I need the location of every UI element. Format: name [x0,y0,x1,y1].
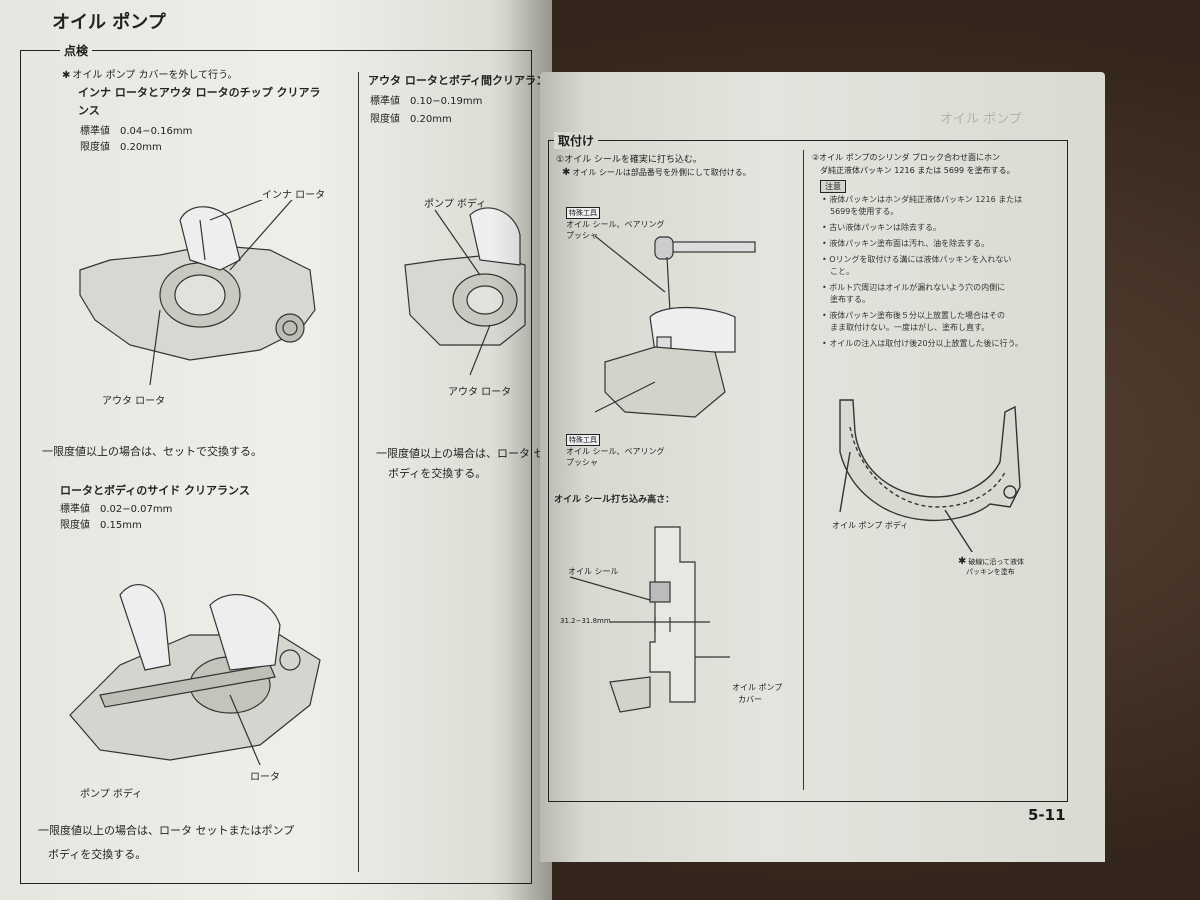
label-pump-body: ポンプ ボディ [80,789,143,800]
right-page: オイル ポンプ 取付け ①オイル シールを確実に打ち込む。 ✱オイル シールは部… [540,72,1105,862]
illustration-seal-driving [595,235,756,418]
action-replace-set: 一限度値以上の場合は、セットで交換する。 [42,445,262,458]
bullet-item: • 液体パッキンはホンダ純正液体パッキン 1216 または [822,195,1023,204]
side-limit-value: 限度値 0.15mm [60,520,142,531]
side-standard-value: 標準値 0.02−0.07mm [60,504,173,515]
label-sealant-line2: パッキンを塗布 [966,568,1015,576]
left-page: オイル ポンプ 点検 ✱オイル ポンプ カバーを外して行う。 インナ ロータとア… [0,0,600,900]
bullet-item: • Oリングを取付ける溝には液体パッキンを入れない [822,255,1012,264]
illustration-tip-clearance [79,200,316,386]
installation-frame [548,140,1068,802]
illustration-sealant-path [839,399,1021,552]
step2-line2: ダ純正液体パッキン 1216 または 5699 を塗布する。 [820,166,1015,175]
label-pump-cover-line1: オイル ポンプ [732,683,783,692]
seal-depth-title: オイル シール打ち込み高さ： [554,495,675,505]
right-column-divider [803,150,804,790]
tool1-line2: プッシャ [566,231,598,240]
page-number: 5-11 [1028,806,1066,824]
seal-depth-value: 31.2−31.8mm [560,617,611,625]
bullet-item: • 液体パッキン塗布後５分以上放置した場合はその [822,311,1006,320]
label-rotor: ロータ [250,772,280,783]
tip-clearance-title-cont: ンス [78,104,100,117]
step1: ①オイル シールを確実に打ち込む。 [556,155,702,165]
label-pump-body-2: ポンプ ボディ [424,199,487,210]
bullet-item: 5699を使用する。 [830,207,899,216]
section-installation: 取付け [554,132,599,149]
star-icon: ✱ [958,556,967,567]
label-oil-pump-body: オイル ポンプ ボディ [832,521,909,530]
bullet-item: • オイルの注入は取付け後20分以上放置した後に行う。 [822,339,1023,348]
bullet-item: • 液体パッキン塗布面は汚れ、油を除去する。 [822,239,990,248]
star-icon: ✱ [562,167,571,178]
label-sealant-line1: ✱破線に沿って液体 [958,556,1025,567]
bullet-item: こと。 [830,267,854,276]
tip-standard-value: 標準値 0.04−0.16mm [80,126,193,137]
caution-header: 注意 [820,180,846,193]
tool1-line1: オイル シール、ベアリング [566,220,665,229]
action-replace-rotor-line2: ボディを交換する。 [48,848,147,861]
body-limit-value: 限度値 0.20mm [370,114,452,125]
illustration-body-clearance [404,207,526,376]
illustration-seal-depth [569,526,730,713]
star-icon: ✱ [62,70,71,81]
label-outer-rotor-2: アウタ ロータ [448,387,512,398]
tip-limit-value: 限度値 0.20mm [80,142,162,153]
label-pump-cover-line2: カバー [738,695,762,704]
label-oil-seal: オイル シール [568,567,619,576]
column-divider [358,72,359,872]
bullet-item: まま取付けない。一度はがし、塗布し直す。 [830,323,990,332]
action-replace-body-line2: ボディを交換する。 [388,467,487,480]
bullet-item: • ボルト穴周辺はオイルが漏れないよう穴の内側に [822,283,1006,292]
page-title: オイル ポンプ [52,12,166,33]
body-clearance-title: アウタ ロータとボディ間クリアランス [368,74,558,87]
inspection-note: ✱オイル ポンプ カバーを外して行う。 [62,70,238,81]
bullet-item: • 古い液体パッキンは除去する。 [822,223,942,232]
bullet-item: 塗布する。 [830,295,870,304]
action-replace-rotor-line1: 一限度値以上の場合は、ロータ セットまたはポンプ [38,824,295,837]
section-inspection: 点検 [60,42,93,59]
tool2-line1: オイル シール、ベアリング [566,447,665,456]
step1-note: ✱オイル シールは部品番号を外側にして取付ける。 [562,167,751,178]
tip-clearance-title: インナ ロータとアウタ ロータのチップ クリアラ [78,86,321,99]
illustration-side-clearance [69,584,321,766]
special-tool-badge-2: 特殊工具 [566,434,600,446]
label-inner-rotor: インナ ロータ [262,190,326,201]
step2-line1: ②オイル ポンプのシリンダ ブロック合わせ面にホン [812,153,1001,162]
body-standard-value: 標準値 0.10−0.19mm [370,96,483,107]
faded-header: オイル ポンプ [940,112,1022,127]
label-outer-rotor: アウタ ロータ [102,396,166,407]
tool2-line2: プッシャ [566,458,598,467]
side-clearance-title: ロータとボディのサイド クリアランス [60,484,250,497]
special-tool-badge-1: 特殊工具 [566,207,600,219]
